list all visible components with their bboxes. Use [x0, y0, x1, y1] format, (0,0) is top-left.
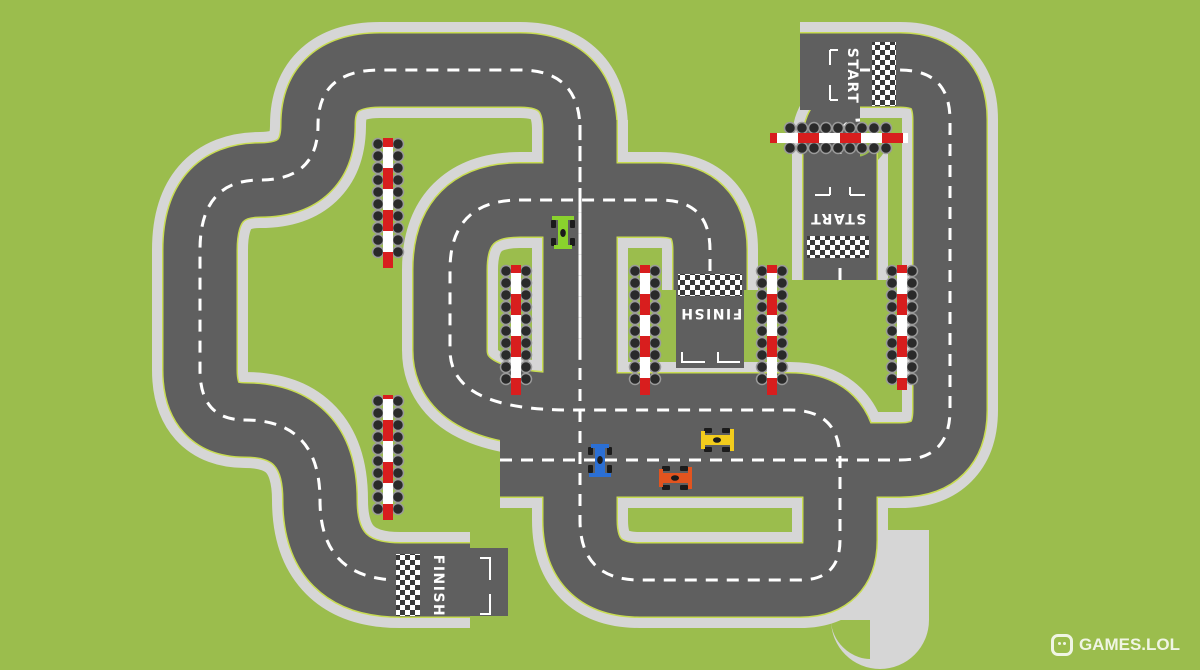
blue-car[interactable] — [588, 444, 612, 477]
watermark-text: GAMES.LOL — [1078, 635, 1180, 654]
watermark: GAMES.LOL — [1050, 634, 1180, 656]
yellow-car[interactable] — [701, 428, 734, 452]
gamepad-icon — [1050, 634, 1073, 656]
barrier-vertical — [499, 264, 533, 395]
track — [830, 530, 929, 669]
finish-area-bottom: FINISH — [390, 548, 508, 617]
checkered-line — [807, 236, 869, 258]
track-segments — [152, 22, 998, 628]
start-area-top: START — [800, 40, 896, 110]
finish-label-mid: FINISH — [680, 305, 743, 321]
start-label-mid: START — [810, 210, 867, 226]
finish-area-mid: FINISH — [676, 272, 744, 368]
checkered-line — [396, 554, 420, 616]
tire-barriers — [371, 121, 919, 520]
start-label-top: START — [844, 48, 860, 105]
red-car[interactable] — [659, 466, 692, 490]
barrier-vertical — [885, 264, 919, 390]
finish-label-bottom: FINISH — [430, 555, 446, 618]
race-cars[interactable] — [551, 216, 734, 490]
barrier-vertical — [628, 264, 662, 395]
checkered-line — [872, 42, 896, 106]
barrier-vertical — [371, 137, 405, 268]
start-area-mid: START — [805, 160, 873, 260]
checkered-line — [678, 274, 742, 296]
barrier-vertical — [755, 264, 789, 395]
barrier-vertical — [371, 394, 405, 520]
green-car[interactable] — [551, 216, 575, 249]
barrier-horizontal — [770, 121, 908, 155]
